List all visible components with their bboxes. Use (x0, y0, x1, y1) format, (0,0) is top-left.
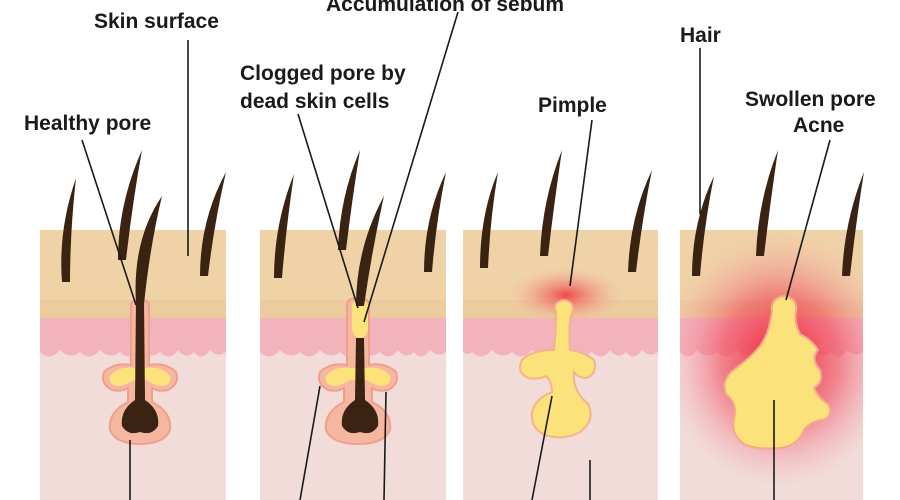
leader-healthy-pore (81, 139, 137, 306)
leader-clogged-bottom-left (299, 385, 321, 500)
labels: Skin surface Accumulation of sebum Hair … (24, 0, 876, 137)
leader-pimple (569, 119, 593, 287)
label-acne: Acne (793, 114, 844, 137)
sebum-plug (352, 300, 368, 338)
label-clogged-line2: dead skin cells (240, 90, 389, 113)
label-swollen-pore: Swollen pore (745, 88, 876, 111)
leader-acne (785, 139, 831, 301)
label-accumulation-of-sebum: Accumulation of sebum (326, 0, 564, 16)
block-acne (680, 230, 863, 500)
hairs-block-4 (692, 150, 864, 276)
block-pimple (463, 230, 658, 500)
pimple-inflammation (508, 267, 624, 323)
leader-lines (81, 11, 831, 500)
leader-accumulation (363, 11, 459, 323)
hairs-block-3 (480, 150, 652, 272)
label-hair: Hair (680, 24, 721, 47)
block-healthy-pore (40, 230, 226, 500)
acne-sebum-fill (723, 294, 832, 450)
label-skin-surface: Skin surface (94, 10, 219, 33)
hair-root (121, 300, 159, 434)
hairs-block-2 (274, 150, 446, 306)
leader-clogged (297, 113, 359, 309)
leader-pimple-bottom-left (531, 395, 553, 500)
block-clogged-pore (260, 230, 446, 500)
label-healthy-pore: Healthy pore (24, 112, 151, 135)
leader-clogged-bottom-right (383, 391, 387, 500)
hairs-block-1 (61, 150, 226, 304)
pimple-sebum-fill (519, 298, 596, 439)
healthy-pore-hair (135, 196, 162, 304)
label-clogged-line1: Clogged pore by (240, 62, 406, 85)
label-pimple: Pimple (538, 94, 607, 117)
